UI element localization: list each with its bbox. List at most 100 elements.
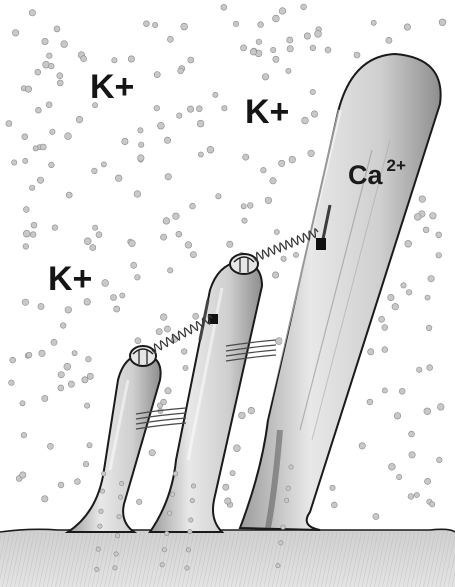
ion-particle-icon [315, 31, 322, 38]
ion-particle-icon [424, 408, 431, 415]
ion-particle-icon [36, 107, 42, 113]
ion-particle-icon [72, 351, 77, 356]
ion-particle-icon [168, 268, 173, 273]
ion-particle-icon [256, 39, 262, 45]
ion-particle-icon [31, 222, 37, 228]
ion-particle-icon [394, 413, 401, 420]
ion-particle-icon [51, 339, 57, 345]
ion-particle-icon [84, 403, 89, 408]
ion-particle-icon [367, 399, 373, 405]
ion-particle-icon [176, 231, 182, 237]
ion-particle-icon [216, 194, 221, 199]
ion-particle-icon [181, 23, 188, 30]
ion-particle-icon [76, 116, 83, 123]
cell-surface [0, 529, 455, 587]
ion-particle-icon [186, 548, 190, 552]
ion-particle-icon [96, 232, 102, 238]
ion-particle-icon [213, 92, 218, 97]
ion-particle-icon [181, 349, 187, 355]
ion-particle-icon [438, 404, 445, 411]
ion-particle-icon [29, 10, 35, 16]
ion-particle-icon [190, 252, 196, 258]
ion-particle-icon [161, 234, 167, 240]
ion-particle-icon [190, 203, 196, 209]
stereocilium-short [68, 346, 161, 532]
ion-particle-icon [165, 174, 171, 180]
ion-particle-icon [382, 325, 388, 331]
ion-particle-icon [22, 299, 28, 305]
ion-particle-icon [21, 432, 27, 438]
ion-particle-icon [276, 563, 280, 567]
ion-particle-icon [414, 492, 419, 497]
ion-particle-icon [138, 128, 143, 133]
ion-particle-icon [197, 120, 204, 127]
ion-particle-icon [135, 338, 141, 344]
ion-particle-icon [262, 74, 269, 81]
ion-particle-icon [101, 162, 106, 167]
ion-particle-icon [154, 105, 160, 111]
ion-particle-icon [37, 177, 43, 183]
ion-particle-icon [279, 160, 285, 166]
ion-particle-icon [284, 498, 288, 502]
ion-particle-icon [185, 242, 192, 249]
ion-particle-icon [6, 121, 12, 127]
ion-particle-icon [273, 15, 280, 22]
ion-particle-icon [222, 106, 227, 111]
ion-particle-icon [136, 499, 142, 505]
ion-particle-icon [49, 63, 55, 69]
ion-particle-icon [382, 347, 388, 353]
ion-particle-icon [58, 385, 64, 391]
ion-particle-icon [230, 471, 235, 476]
ion-particle-icon [42, 395, 48, 401]
ion-particle-icon [40, 144, 46, 150]
ion-particle-icon [112, 58, 117, 63]
ion-particle-icon [164, 137, 170, 143]
ion-particle-icon [241, 45, 247, 51]
ion-particle-icon [185, 566, 189, 570]
ion-particle-icon [102, 280, 109, 287]
ion-particle-icon [29, 185, 34, 190]
ion-particle-icon [10, 357, 16, 363]
ion-particle-icon [144, 21, 150, 27]
ion-particle-icon [408, 494, 414, 500]
ion-particle-icon [162, 548, 166, 552]
ion-particle-icon [178, 68, 184, 74]
ion-particle-icon [304, 33, 310, 39]
potassium-label-2: K+ [245, 95, 289, 129]
ion-particle-icon [414, 214, 421, 221]
ion-particle-icon [47, 53, 53, 59]
ion-particle-icon [90, 245, 96, 251]
ion-particle-icon [54, 26, 60, 32]
ion-particle-icon [430, 502, 435, 507]
ion-particle-icon [83, 461, 89, 467]
ion-particle-icon [293, 252, 298, 257]
ion-particle-icon [276, 338, 283, 345]
ion-particle-icon [39, 350, 45, 356]
ion-particle-icon [122, 138, 128, 144]
ion-particle-icon [250, 49, 256, 55]
ion-particle-icon [92, 168, 98, 174]
ion-particle-icon [281, 525, 285, 529]
ion-particle-icon [42, 38, 48, 44]
ion-particle-icon [286, 486, 290, 490]
ion-particle-icon [170, 492, 174, 496]
ion-particle-icon [261, 167, 267, 173]
ion-particle-icon [120, 293, 125, 298]
ion-particle-icon [331, 502, 337, 508]
ion-particle-icon [57, 80, 63, 86]
ion-particle-icon [417, 367, 422, 372]
ion-particle-icon [423, 227, 429, 233]
ion-particle-icon [117, 515, 121, 519]
ion-particle-icon [401, 283, 406, 288]
ion-particle-icon [58, 482, 64, 488]
ion-particle-icon [9, 380, 15, 386]
ion-particle-icon [138, 155, 145, 162]
ion-particle-icon [30, 232, 36, 238]
ion-particle-icon [191, 484, 195, 488]
ion-particle-icon [221, 4, 227, 10]
ion-particle-icon [310, 45, 316, 51]
ion-particle-icon [26, 352, 32, 358]
ion-particle-icon [114, 552, 118, 556]
ion-particle-icon [325, 47, 331, 53]
ion-particle-icon [193, 313, 199, 319]
